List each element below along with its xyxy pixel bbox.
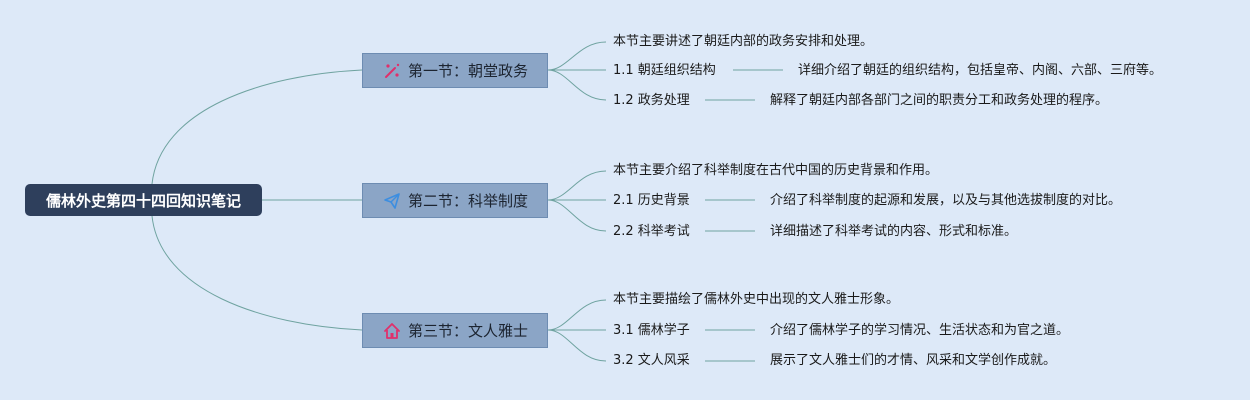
section-1-node[interactable]: 第一节：朝堂政务 [362,53,548,88]
section-1-summary: 本节主要讲述了朝廷内部的政务安排和处理。 [613,34,874,49]
section-3-title: 第三节：文人雅士 [407,322,528,340]
section-3-summary: 本节主要描绘了儒林外史中出现的文人雅士形象。 [613,292,900,307]
connector-s1-item2 [547,69,607,101]
root-node[interactable]: 儒林外史第四十四回知识笔记 [25,184,262,216]
connector-root-section-1 [151,69,363,185]
section-2-item-2-label: 2.2 科举考试 [613,224,690,239]
connector-s2-summary [547,170,607,201]
section-1-item-2-desc: 解释了朝廷内部各部门之间的职责分工和政务处理的程序。 [770,93,1109,108]
section-2-item-1-label: 2.1 历史背景 [613,193,690,208]
root-label: 儒林外史第四十四回知识笔记 [45,191,241,210]
paper-plane-icon [382,191,402,211]
section-3-item-2-label: 3.2 文人风采 [613,353,690,368]
section-2-item-1-desc: 介绍了科举制度的起源和发展，以及与其他选拔制度的对比。 [770,193,1122,208]
section-1-title: 第一节：朝堂政务 [407,62,528,80]
connector-s3-summary [547,299,607,331]
home-icon [382,321,402,341]
section-3-item-1-desc: 介绍了儒林学子的学习情况、生活状态和为官之道。 [770,323,1070,338]
section-2-item-2-desc: 详细描述了科举考试的内容、形式和标准。 [770,224,1018,239]
section-1-item-1-desc: 详细介绍了朝廷的组织结构，包括皇帝、内阁、六部、三府等。 [798,63,1163,78]
section-3-node[interactable]: 第三节：文人雅士 [362,313,548,348]
connector-root-section-3 [151,215,363,331]
section-3-item-1-label: 3.1 儒林学子 [613,323,690,338]
section-2-node[interactable]: 第二节：科举制度 [362,183,548,218]
section-3-item-2-desc: 展示了文人雅士们的才情、风采和文学创作成就。 [770,353,1057,368]
connector-s2-item2 [547,199,607,232]
section-1-item-2-label: 1.2 政务处理 [613,93,690,108]
connector-s3-item2 [547,329,607,362]
magic-wand-icon [382,61,402,81]
connector-s1-summary [547,41,607,71]
section-1-item-1-label: 1.1 朝廷组织结构 [613,63,716,78]
section-2-title: 第二节：科举制度 [407,192,528,210]
section-2-summary: 本节主要介绍了科举制度在古代中国的历史背景和作用。 [613,163,939,178]
